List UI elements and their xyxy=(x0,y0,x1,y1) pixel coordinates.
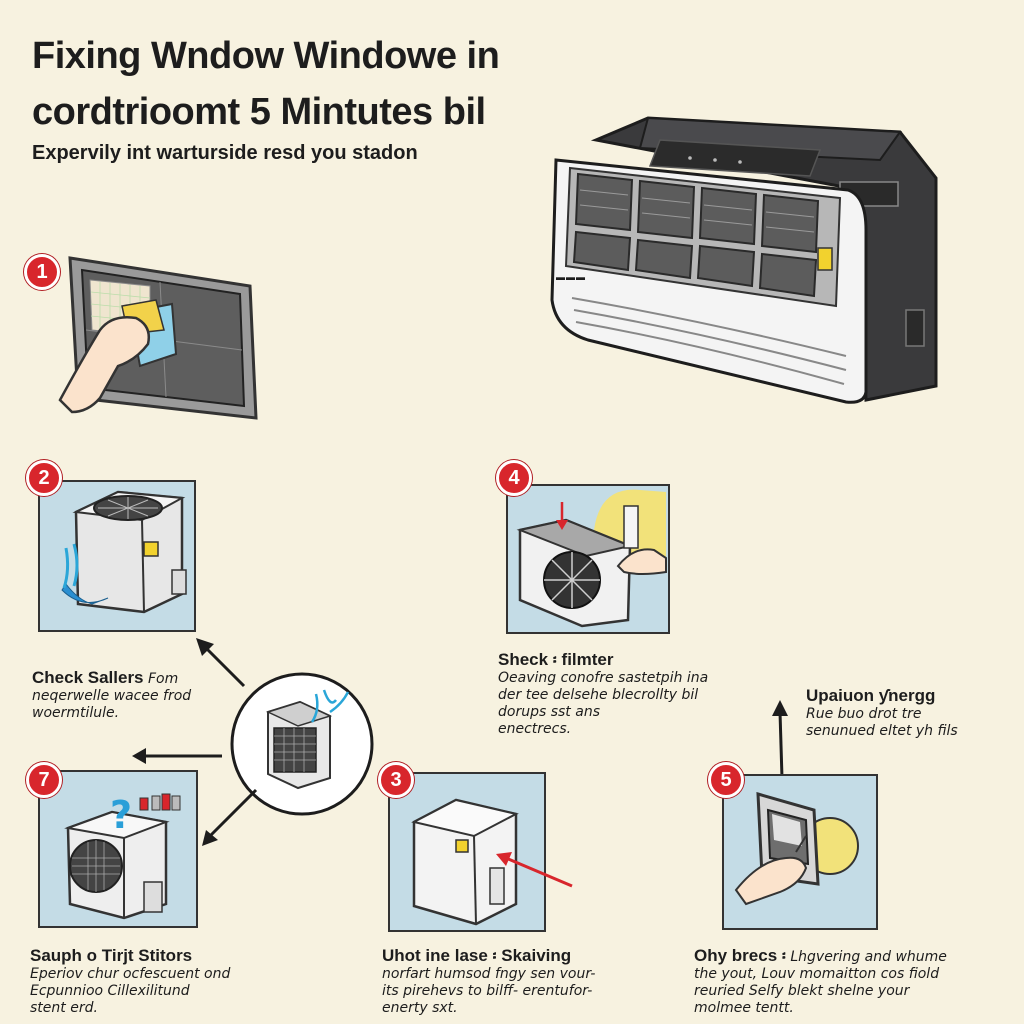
caption-heading-suffix: Lhgvering and whume xyxy=(790,949,947,965)
step-1-badge: 1 xyxy=(24,254,60,290)
caption-ohy: Ohy brecs ፡ Lhgvering and whume the yout… xyxy=(694,946,1014,1017)
caption-check-sallers: Check Sallers Fom neqerwelle wacee frod … xyxy=(32,668,212,722)
unit-brand-label: ▬▬▬ xyxy=(556,272,586,282)
caption-line: senunued eltet yh fils xyxy=(806,723,958,739)
caption-line: norfart humsod fngy sen vour- xyxy=(382,966,596,982)
step-2-panel xyxy=(38,480,196,632)
caption-line: molmee tentt. xyxy=(694,1000,794,1016)
caption-heading: Uhot ine lase ፡ Skaiving xyxy=(382,946,572,965)
caption-heading: Sheck ፡ filmter xyxy=(498,650,614,669)
caption-line: woermtilule. xyxy=(32,705,120,721)
caption-line: enectrecs. xyxy=(498,721,572,737)
title-line-2: cordtrioomt 5 Mintutes bil xyxy=(32,91,486,133)
title-line-1: Fixing Wndow Windowe in xyxy=(32,35,500,77)
caption-heading: Upaiuon ƴnergg xyxy=(806,686,936,705)
step-3-panel xyxy=(388,772,546,932)
caption-heading: Check Sallers xyxy=(32,668,144,687)
step-7-badge: 7 xyxy=(26,762,62,798)
caption-heading: Ohy brecs ፡ xyxy=(694,946,786,965)
caption-line: its pirehevs to bilff- erentufor- xyxy=(382,983,593,999)
caption-heading-suffix: Fom xyxy=(147,671,179,687)
caption-line: Eperiov chur ocfescuent ond xyxy=(30,966,231,982)
caption-line: neqerwelle wacee frod xyxy=(32,688,192,704)
caption-sauph: Sauph o Tirjt Stitors Eperiov chur ocfes… xyxy=(30,946,290,1017)
step-7-panel xyxy=(38,770,198,928)
step-2-badge: 2 xyxy=(26,460,62,496)
caption-sheck-filter: Sheck ፡ filmter Oeaving conofre sastetpi… xyxy=(498,650,728,738)
caption-heading: Sauph o Tirjt Stitors xyxy=(30,946,193,965)
caption-line: enerty sxt. xyxy=(382,1000,458,1016)
step-3-badge: 3 xyxy=(378,762,414,798)
caption-line: reuried Selfy blekt shelne your xyxy=(694,983,910,999)
step-5-badge: 5 xyxy=(708,762,744,798)
caption-line: stent erd. xyxy=(30,1000,98,1016)
caption-uhot: Uhot ine lase ፡ Skaiving norfart humsod … xyxy=(382,946,642,1017)
caption-line: Rue buo drot tre xyxy=(806,706,922,722)
page-subtitle: Expervily int warturside resd you stadon xyxy=(32,142,418,164)
caption-line: the yout, Louv momaitton cos fiold xyxy=(694,966,940,982)
caption-line: Oeaving conofre sastetpih ina xyxy=(498,670,709,686)
caption-line: der tee delsehe blecrollty bil xyxy=(498,687,699,703)
page-title: Fixing Wndow Windowe in cordtrioomt 5 Mi… xyxy=(32,28,592,140)
caption-upaiuon: Upaiuon ƴnergg Rue buo drot tre senunued… xyxy=(806,686,1006,740)
caption-line: dorups sst ans xyxy=(498,704,600,720)
step-5-panel xyxy=(722,774,878,930)
step-4-badge: 4 xyxy=(496,460,532,496)
caption-line: Ecpunnioo Cillexilitund xyxy=(30,983,190,999)
step-4-panel xyxy=(506,484,670,634)
